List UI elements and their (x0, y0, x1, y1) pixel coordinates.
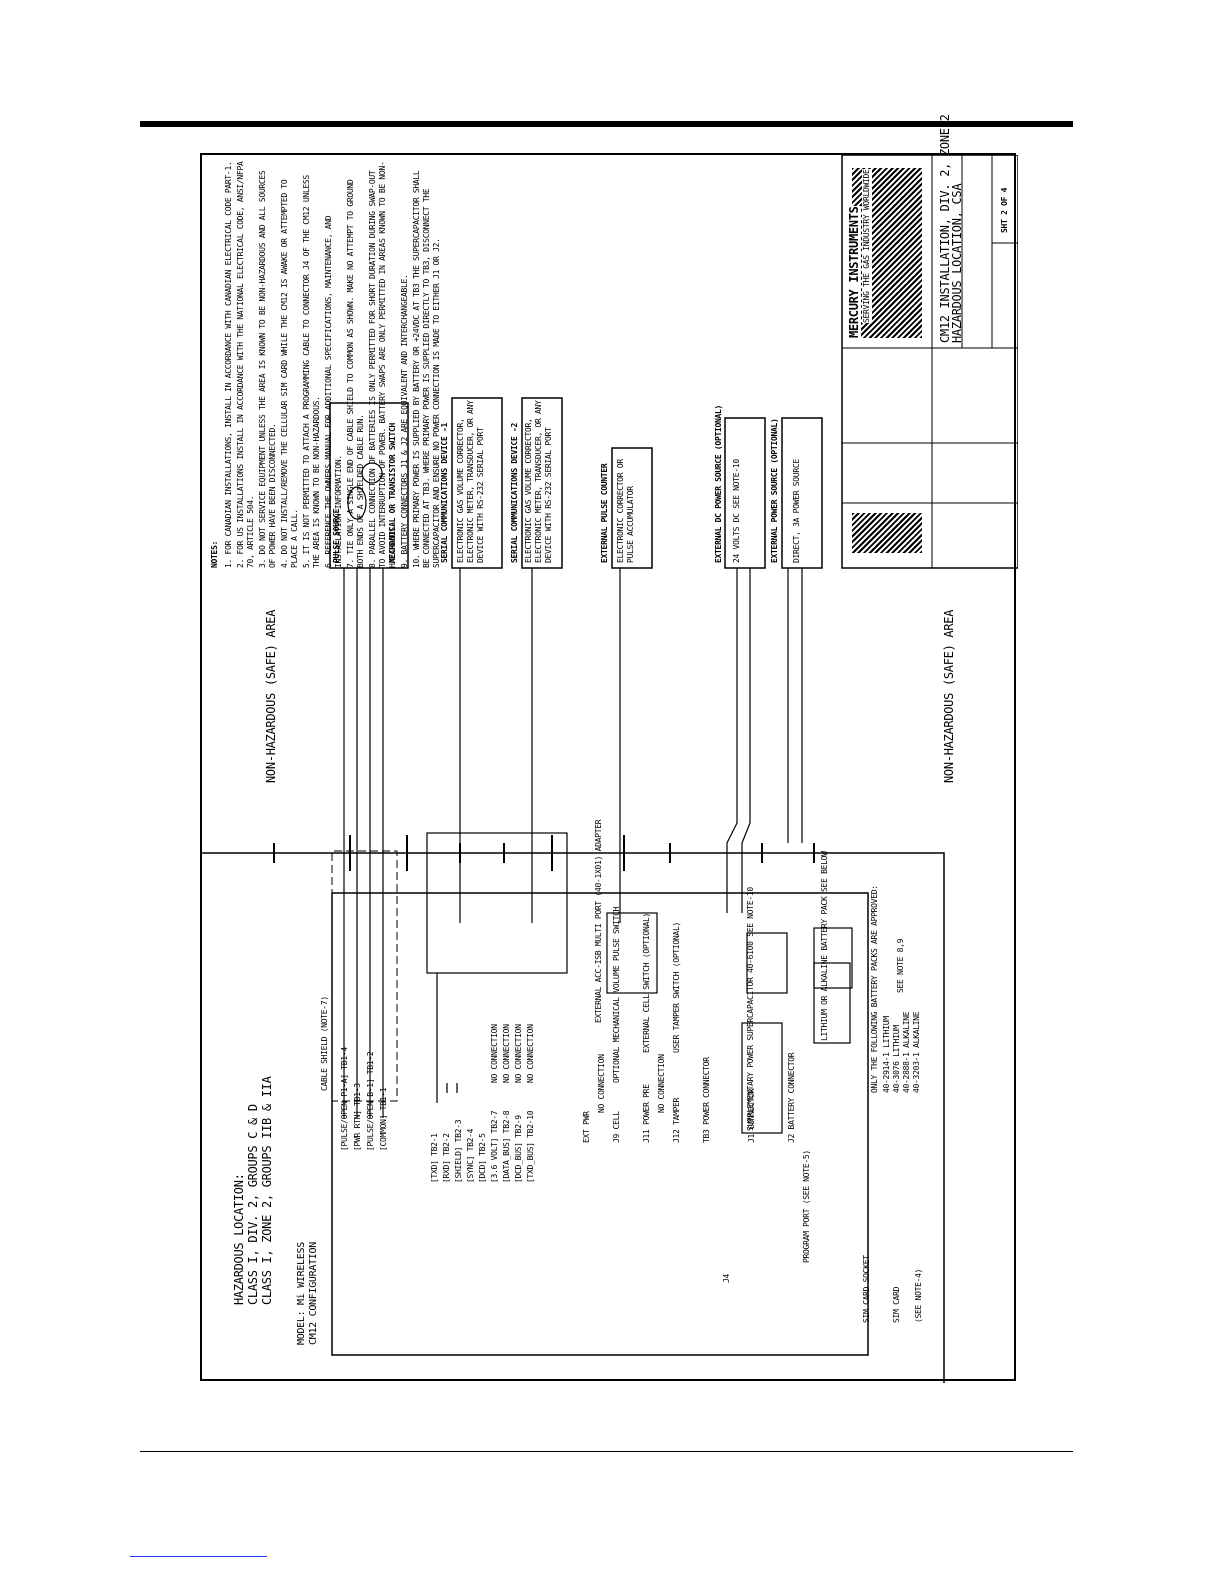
aux-terminal: TB3 POWER CONNECTOR (702, 1057, 711, 1143)
aux-terminal: J9 CELL (612, 1111, 621, 1143)
supercap-label: SUPPLEMENTARY POWER SUPERCAPACITOR 40-61… (746, 887, 755, 1131)
no-connection: NO CONNECTION (490, 1024, 499, 1083)
safe-area-label-bottom: NON-HAZARDOUS (SAFE) AREA (942, 609, 956, 783)
note-item: 3. DO NOT SERVICE EQUIPMENT UNLESS THE A… (258, 170, 277, 568)
sim-card-label: SIM CARD (892, 1286, 901, 1323)
note-item: 4. DO NOT INSTALL/REMOVE THE CELLULAR SI… (280, 179, 299, 568)
sim-note-label: (SEE NOTE-4) (914, 1268, 923, 1323)
model-line1: MODEL: Mi WIRELESS (296, 1242, 307, 1345)
model-line2: CM12 CONFIGURATION (308, 1242, 319, 1345)
battery-item: 40-3203-1 ALKALINE (912, 1011, 921, 1093)
program-port-label: PROGRAM PORT (SEE NOTE-5) (802, 1150, 811, 1263)
tb2-terminal: [SHIELD] TB2-3 (454, 1119, 463, 1183)
external-cell-label: EXTERNAL CELL SWITCH (OPTIONAL) (642, 912, 651, 1053)
tb2-terminal: [DCD] TB2-5 (478, 1133, 487, 1183)
wiring-drawing: HAZARDOUS LOCATION: CLASS I, DIV. 2, GRO… (200, 114, 1018, 1383)
battery-list-heading: ONLY THE FOLLOWING BATTERY PACKS ARE APP… (870, 885, 879, 1093)
safe-area-label-top: NON-HAZARDOUS (SAFE) AREA (264, 609, 278, 783)
serial2-title: SERIAL COMMUNICATIONS DEVICE -2 (510, 422, 519, 563)
battery-item: 40-3076 LITHIUM (892, 1025, 901, 1093)
battery-item: 40-2888-1 ALKALINE (902, 1011, 911, 1093)
note-item: 8. PARALLEL CONNECTION OF BATTERIES IS O… (368, 161, 397, 568)
top-rule (140, 121, 1073, 127)
see-note-label: SEE NOTE 8,9 (896, 938, 905, 993)
company-name: MERCURY INSTRUMENTS (847, 206, 861, 338)
wiring-lines (202, 155, 1018, 1383)
notes-list: 1. FOR CANADIAN INSTALLATIONS, INSTALL I… (224, 158, 444, 568)
serial2-desc: ELECTRONIC GAS VOLUME CORRECTOR, ELECTRO… (524, 400, 553, 563)
tb1-terminal: [PULSE/OPEN P1-A] TB1-4 (340, 1047, 349, 1151)
tb1-terminal: [COMMON] TB1-1 (379, 1087, 388, 1151)
no-connection: NO CONNECTION (502, 1024, 511, 1083)
no-connection: NO CONNECTION (526, 1024, 535, 1083)
ext-dc-desc: 24 VOLTS DC SEE NOTE-10 (732, 459, 741, 563)
battery-label: LITHIUM OR ALKALINE BATTERY PACK SEE BEL… (820, 851, 829, 1041)
tb2-terminal: [TXD_BUS] TB2-10 (526, 1110, 535, 1183)
ext-charger-title: EXTERNAL POWER SOURCE (OPTIONAL) (770, 418, 779, 563)
external-acc-label: EXTERNAL ACC-ISB MULTI PORT (40-1X01) AD… (594, 819, 603, 1023)
footer-link-underline[interactable] (130, 1556, 267, 1557)
sheet-number: SHT 2 OF 4 (1000, 187, 1009, 233)
tamper-label: USER TAMPER SWITCH (OPTIONAL) (672, 922, 681, 1053)
tb2-terminal: [3.6 VOLT] TB2-7 (490, 1110, 499, 1183)
optional-meter-label: OPTIONAL MECHANICAL VOLUME PULSE SWITCH (612, 906, 621, 1083)
aux-terminal: J12 TAMPER (672, 1097, 681, 1143)
serial1-desc: ELECTRONIC GAS VOLUME CORRECTOR, ELECTRO… (456, 400, 485, 563)
bottom-rule (140, 1451, 1073, 1452)
tb1-terminal: [PWR RTN] TB1-3 (353, 1083, 362, 1151)
company-tagline: SERVING THE GAS INDUSTRY WORLDWIDE (862, 169, 872, 323)
hazardous-heading: HAZARDOUS LOCATION: (232, 1173, 246, 1305)
tb1-terminal: [PULSE/OPEN B-1] TB1-2 (366, 1051, 375, 1151)
no-connection-a: NO CONNECTION (597, 1054, 606, 1113)
note-item: 9. BATTERY CONNECTORS J1 & J2 ARE EQUIVA… (400, 274, 409, 568)
tb2-terminal: [SYNC] TB2-4 (466, 1128, 475, 1183)
rotated-sheet: HAZARDOUS LOCATION: CLASS I, DIV. 2, GRO… (202, 114, 1018, 1383)
hazardous-line2: CLASS I, ZONE 2, GROUPS IIB & IIA (260, 1076, 274, 1305)
ext-pulse-title: EXTERNAL PULSE COUNTER (600, 463, 609, 563)
revision-hatch (852, 513, 922, 553)
battery-item: 40-2914-1 LITHIUM (882, 1016, 891, 1093)
hazardous-line1: CLASS I, DIV. 2, GROUPS C & D (246, 1104, 260, 1305)
note-item: 7. TIE ONLY A SINGLE END OF CABLE SHIELD… (346, 179, 365, 568)
ext-dc-title: EXTERNAL DC POWER SOURCE (OPTIONAL) (714, 404, 723, 563)
no-connection: NO CONNECTION (514, 1024, 523, 1083)
cable-shield-label: CABLE SHIELD (NOTE-7) (320, 996, 329, 1091)
aux-terminal: EXT PWR (582, 1111, 591, 1143)
no-connection-b: NO CONNECTION (657, 1054, 666, 1113)
note-item: 6. REFERENCE THE OWNERS MANUAL FOR ADDIT… (324, 215, 343, 568)
tb2-terminal: [TXD] TB2-1 (430, 1133, 439, 1183)
note-item: 2. FOR US INSTALLATIONS INSTALL IN ACCOR… (236, 161, 255, 568)
aux-terminal: J2 BATTERY CONNECTOR (787, 1052, 796, 1143)
notes-heading: NOTES: (210, 540, 219, 568)
ext-pulse-desc: ELECTRONIC CORRECTOR OR PULSE ACCUMULATO… (616, 459, 635, 563)
tb2-terminal: [RXD] TB2-2 (442, 1133, 451, 1183)
drawing-title-2: HAZARDOUS LOCATION, CSA (950, 183, 964, 343)
note-item: 5. IT IS NOT PERMITTED TO ATTACH A PROGR… (302, 175, 321, 568)
sim-socket-label: SIM CARD SOCKET (862, 1255, 871, 1323)
tb2-terminal: [DCD_BUS] TB2-9 (514, 1115, 523, 1183)
aux-terminal: J4 (722, 1273, 731, 1283)
aux-terminal: J11 POWER PRE (642, 1084, 651, 1143)
note-item: 10. WHERE PRIMARY POWER IS SUPPLIED BY B… (412, 170, 441, 568)
ext-charger-desc: DIRECT, 3A POWER SOURCE (792, 459, 801, 563)
tb2-terminal: [DATA_BUS] TB2-8 (502, 1110, 511, 1183)
note-item: 1. FOR CANADIAN INSTALLATIONS, INSTALL I… (224, 161, 233, 568)
